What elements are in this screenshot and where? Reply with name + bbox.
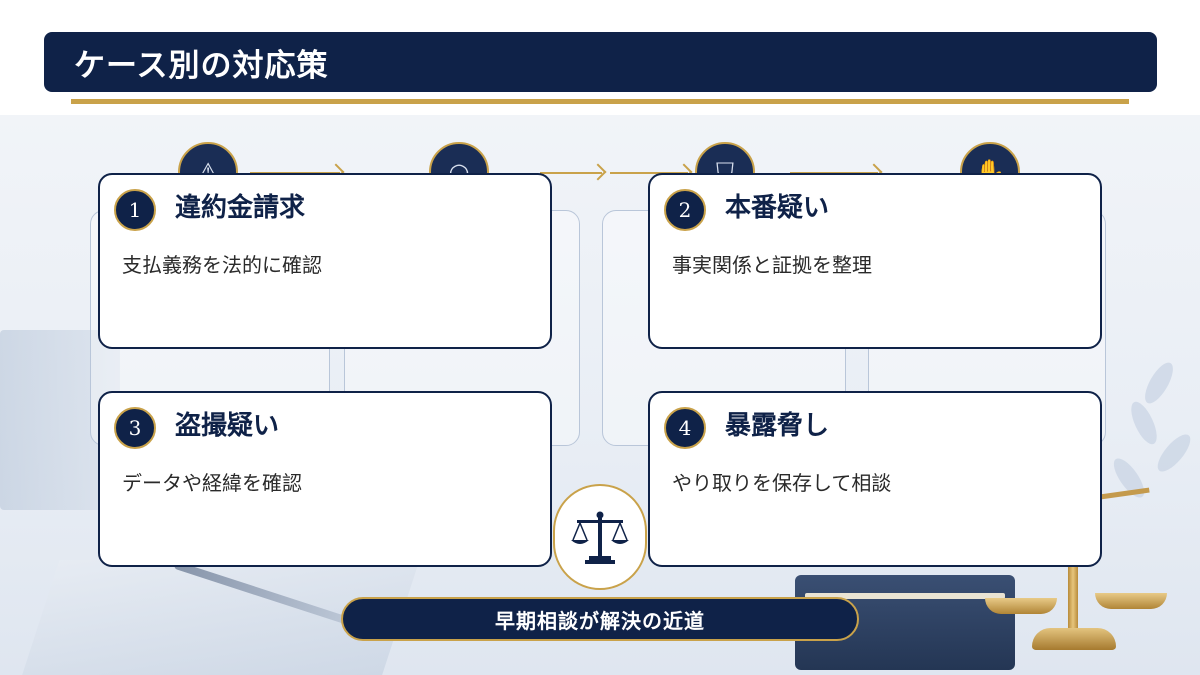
- case-description: やり取りを保存して相談: [672, 471, 892, 495]
- case-card-1: 1 違約金請求 支払義務を法的に確認: [98, 173, 552, 349]
- gold-divider: [71, 99, 1129, 104]
- background-scale-base: [1032, 628, 1116, 650]
- footer-message: 早期相談が解決の近道: [495, 608, 705, 633]
- case-number-badge: 4: [664, 407, 706, 449]
- case-number-badge: 1: [114, 189, 156, 231]
- case-card-3: 3 盗撮疑い データや経緯を確認: [98, 391, 552, 567]
- scales-emblem: [553, 484, 647, 590]
- scales-of-justice-icon: [571, 511, 629, 564]
- case-card-4: 4 暴露脅し やり取りを保存して相談: [648, 391, 1102, 567]
- case-number-badge: 3: [114, 407, 156, 449]
- case-number-badge: 2: [664, 189, 706, 231]
- arrow-connector: [610, 172, 688, 174]
- case-title: 違約金請求: [175, 193, 306, 223]
- case-title: 盗撮疑い: [175, 411, 280, 441]
- arrow-connector: [540, 172, 602, 174]
- title-bar: ケース別の対応策: [44, 32, 1157, 92]
- footer-banner: 早期相談が解決の近道: [341, 597, 859, 641]
- background-scale-post: [1068, 500, 1078, 635]
- case-description: 事実関係と証拠を整理: [672, 253, 872, 277]
- background-scale-pan: [985, 598, 1057, 614]
- case-card-2: 2 本番疑い 事実関係と証拠を整理: [648, 173, 1102, 349]
- background-scale-pan: [1095, 593, 1167, 609]
- case-description: データや経緯を確認: [122, 471, 302, 495]
- case-title: 本番疑い: [725, 193, 830, 223]
- page-title: ケース別の対応策: [74, 47, 329, 84]
- case-title: 暴露脅し: [725, 411, 830, 441]
- case-description: 支払義務を法的に確認: [122, 253, 322, 277]
